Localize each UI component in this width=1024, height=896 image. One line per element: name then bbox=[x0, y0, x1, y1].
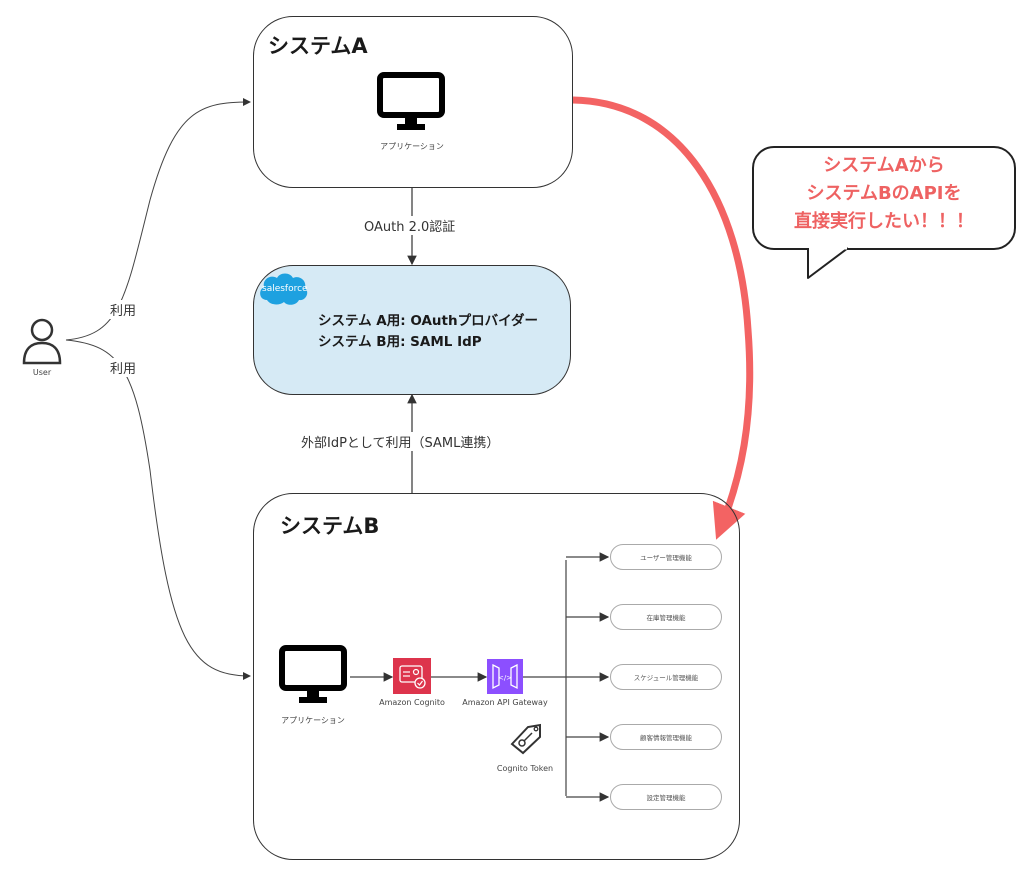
edge-user-to-system-a bbox=[65, 98, 251, 341]
user-actor bbox=[18, 316, 66, 366]
system-b-title: システムB bbox=[280, 514, 380, 538]
function-user-management: ユーザー管理機能 bbox=[610, 544, 722, 570]
callout-line-3: 直接実行したい！！！ bbox=[794, 211, 974, 232]
monitor-icon bbox=[377, 72, 445, 138]
function-settings-management: 設定管理機能 bbox=[610, 784, 722, 810]
function-inventory-management: 在庫管理機能 bbox=[610, 604, 722, 630]
callout-bubble bbox=[752, 146, 1016, 250]
user-label: User bbox=[32, 368, 52, 377]
callout-line-2: システムBのAPIを bbox=[806, 183, 962, 204]
svg-text:</>: </> bbox=[498, 674, 512, 682]
edge-label-oauth: OAuth 2.0認証 bbox=[362, 216, 458, 235]
user-icon bbox=[22, 318, 62, 365]
edge-label-user-to-a: 利用 bbox=[108, 300, 139, 319]
salesforce-line-1: システム A用: OAuthプロバイダー bbox=[318, 313, 539, 329]
api-gateway-label: Amazon API Gateway bbox=[462, 698, 548, 707]
api-gateway-icon: </> bbox=[487, 659, 523, 694]
salesforce-logo-text: salesforce bbox=[262, 284, 308, 294]
system-a-app-label: アプリケーション bbox=[380, 142, 444, 151]
edge-label-saml: 外部IdPとして利用（SAML連携） bbox=[299, 432, 502, 451]
function-customer-management: 顧客情報管理機能 bbox=[610, 724, 722, 750]
red-curved-arrow bbox=[572, 96, 754, 540]
cognito-label: Amazon Cognito bbox=[379, 698, 445, 707]
salesforce-box bbox=[253, 265, 571, 395]
salesforce-line-2: システム B用: SAML IdP bbox=[318, 334, 482, 350]
function-schedule-management: スケジュール管理機能 bbox=[610, 664, 722, 690]
system-b-box bbox=[253, 493, 740, 860]
edge-user-to-system-b bbox=[65, 339, 251, 680]
salesforce-logo bbox=[257, 270, 309, 312]
monitor-icon bbox=[279, 645, 347, 711]
callout-line-1: システムAから bbox=[823, 155, 945, 176]
cognito-icon bbox=[393, 658, 431, 694]
token-label: Cognito Token bbox=[496, 764, 554, 773]
system-a-title: システムA bbox=[268, 34, 368, 58]
system-b-app-label: アプリケーション bbox=[281, 716, 345, 725]
token-icon bbox=[508, 722, 544, 760]
edge-label-user-to-b: 利用 bbox=[108, 358, 139, 377]
callout-text: システムAから システムBのAPIを 直接実行したい！！！ bbox=[752, 152, 1016, 236]
